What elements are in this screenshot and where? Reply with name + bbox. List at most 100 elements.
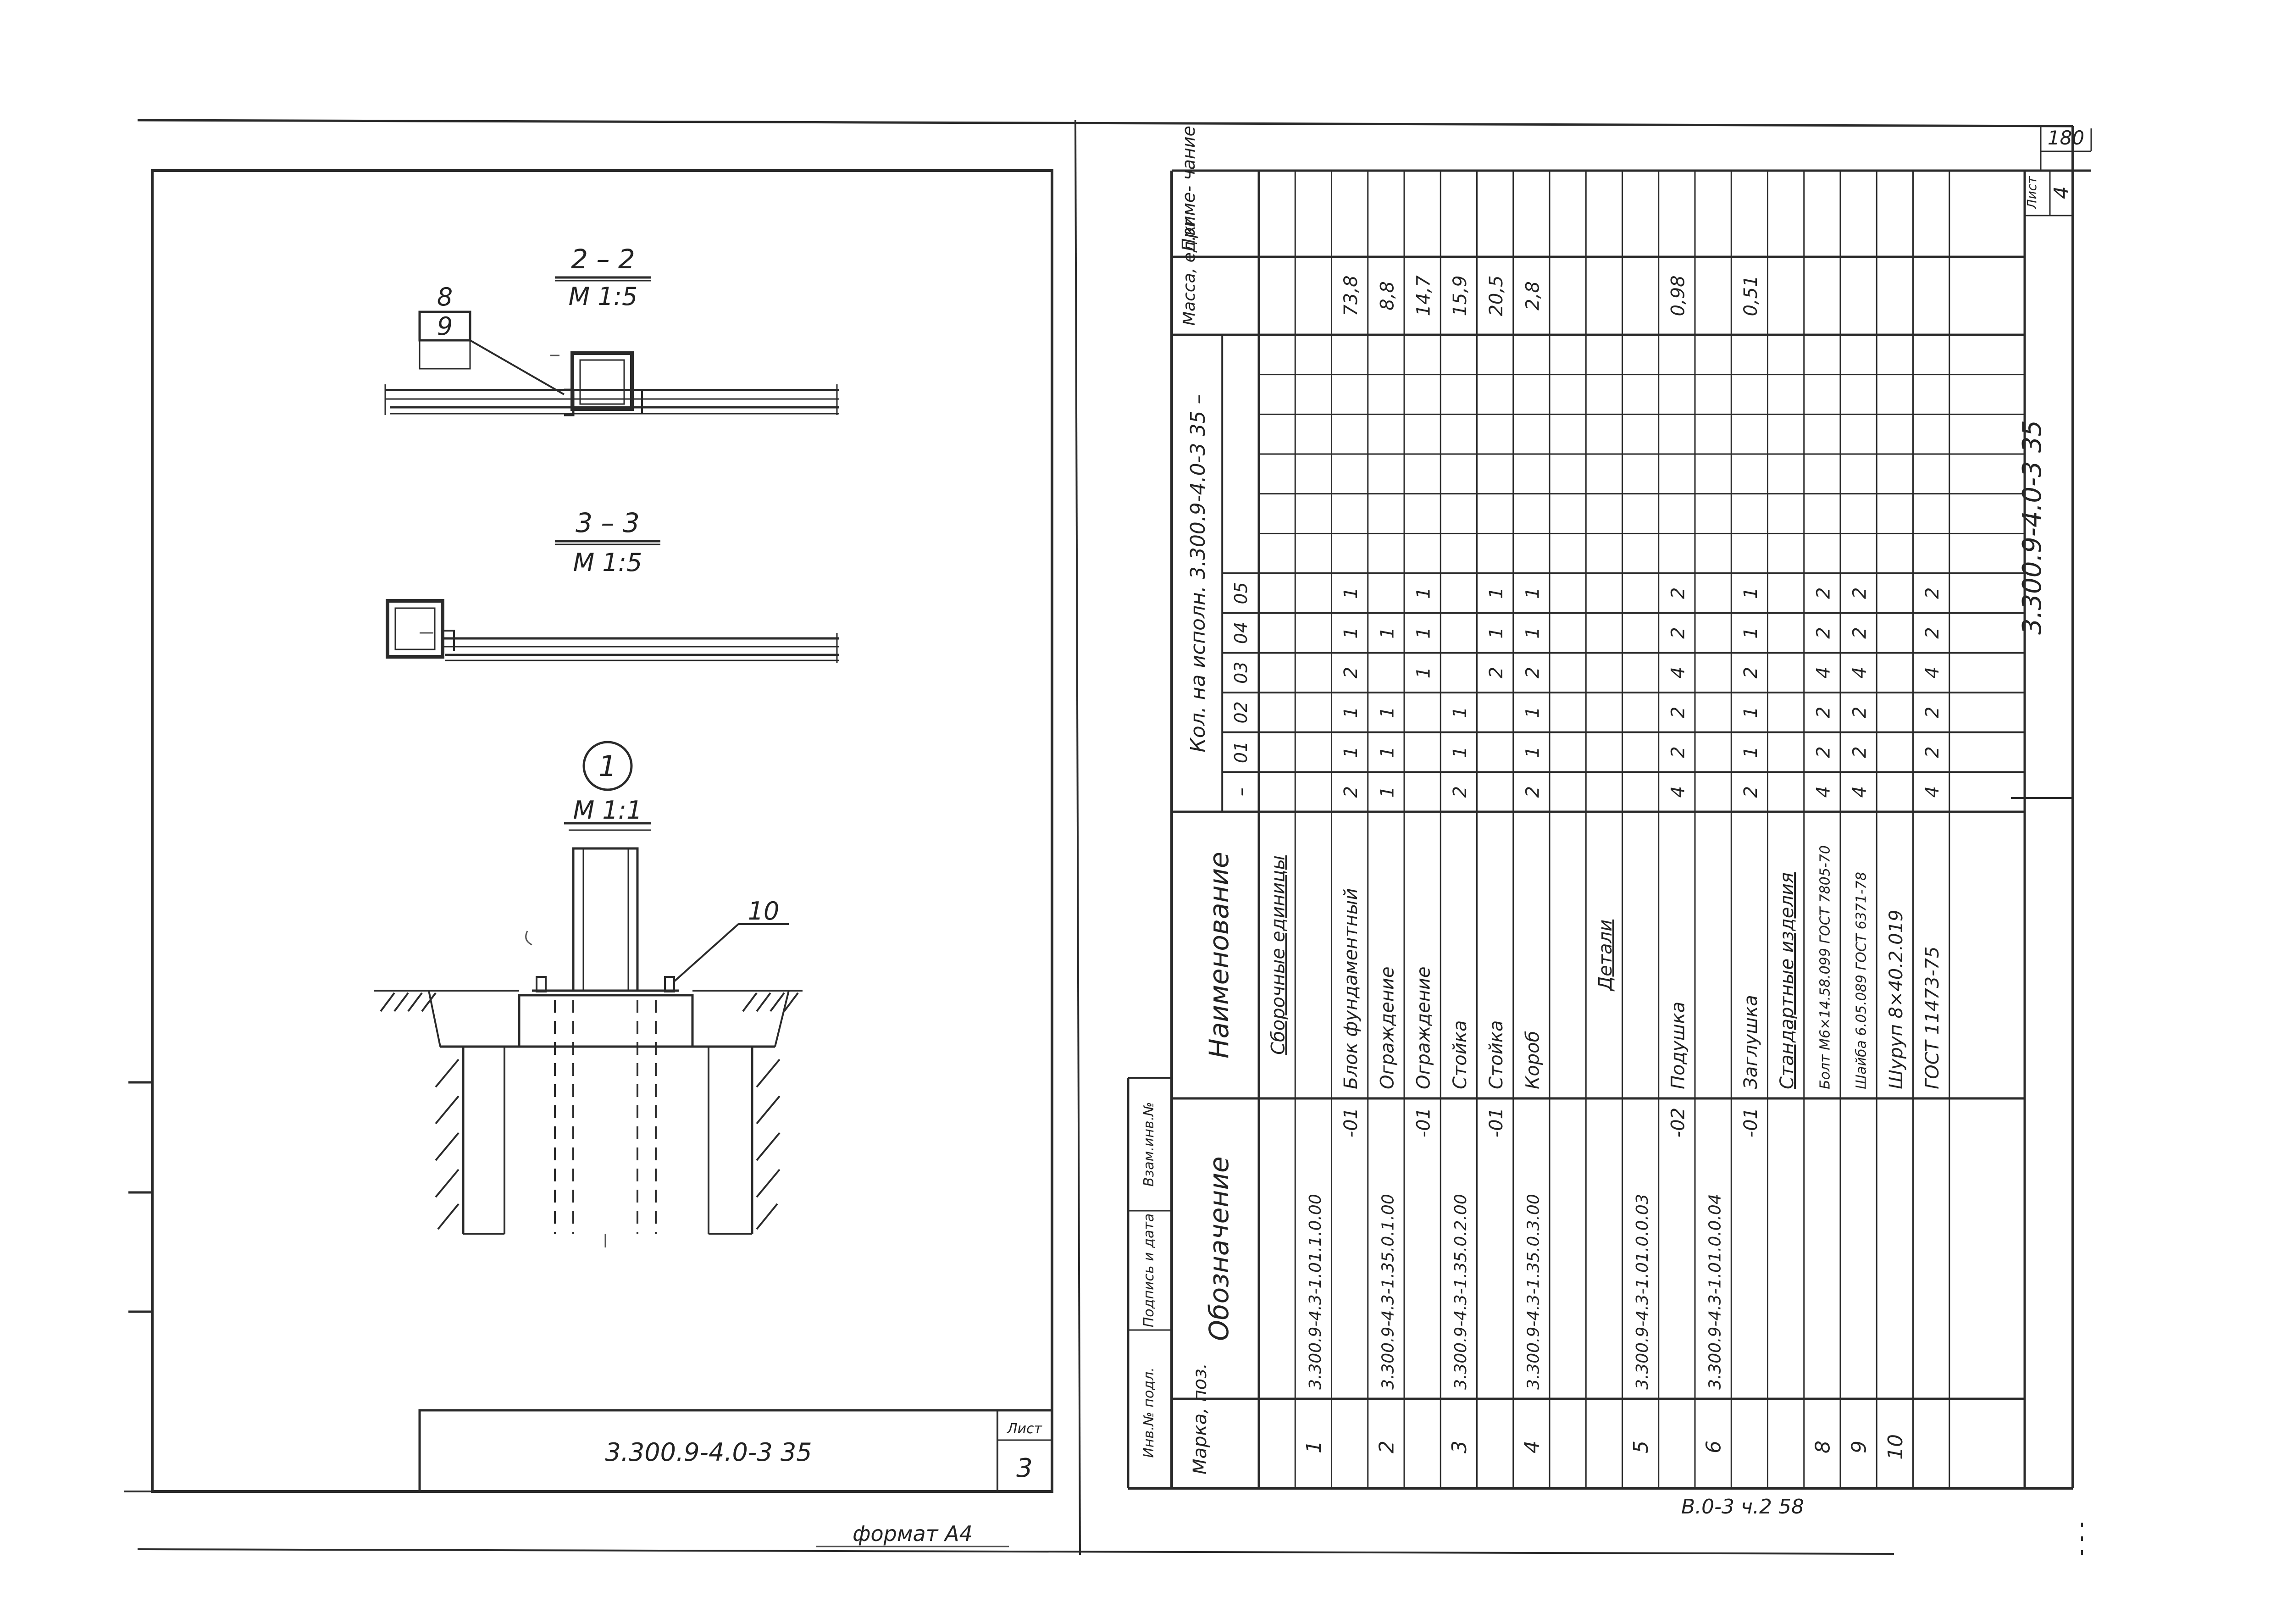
row-qty: 1 [1413, 667, 1434, 678]
row-qty: 1 [1486, 588, 1507, 599]
row-qty: 2 [1740, 667, 1761, 678]
exec-code-2: 02 [1231, 701, 1251, 723]
row-designation: 3.300.9-4.3-1.35.0.3.00 [1524, 1194, 1543, 1390]
header-mark: Марка, поз. [1190, 1363, 1211, 1474]
row-designation: -01 [1486, 1108, 1507, 1137]
row-qty: 4 [1922, 786, 1943, 798]
header-mass: Масса, ед.кг [1180, 216, 1199, 326]
row-qty: 4 [1813, 786, 1834, 798]
row-qty: 2 [1522, 667, 1543, 678]
row-qty: 2 [1450, 786, 1471, 798]
row-name: Болт М6×14.58.099 ГОСТ 7805-70 [1817, 845, 1833, 1089]
row-mass: 8,8 [1377, 281, 1398, 310]
row-qty: 1 [1522, 588, 1543, 599]
row-section-heading: Детали [1595, 920, 1616, 992]
row-name: Ограждение [1413, 967, 1434, 1089]
row-qty: 4 [1850, 667, 1871, 678]
row-mass: 73,8 [1340, 275, 1362, 316]
row-qty: 1 [1340, 588, 1362, 599]
row-qty: 4 [1813, 667, 1834, 678]
row-qty: 2 [1850, 707, 1871, 718]
row-qty: 4 [1667, 667, 1689, 678]
sheet-corner-number: 180 [2048, 127, 2084, 149]
row-designation: -01 [1740, 1108, 1761, 1137]
right-sheet-code: 3.300.9-4.0-3 35 [2017, 420, 2047, 635]
row-mass: 14,7 [1413, 275, 1434, 316]
row-qty: 2 [1850, 746, 1871, 758]
row-designation: -01 [1340, 1108, 1362, 1137]
row-qty: 1 [1740, 627, 1761, 638]
row-qty: 4 [1667, 786, 1689, 798]
row-qty: 1 [1340, 707, 1362, 718]
section-2-2-title: 2 – 2 [571, 244, 635, 275]
row-pos-6: 6 [1702, 1441, 1726, 1453]
row-designation: -01 [1413, 1108, 1434, 1137]
row-qty: 2 [1813, 707, 1834, 718]
row-pos-4: 4 [1520, 1441, 1544, 1453]
left-sheet-list-number: 3 [1016, 1453, 1033, 1483]
row-section-heading: Стандартные изделия [1777, 872, 1798, 1089]
center-fold-line [1074, 120, 1081, 1555]
row-pos-10: 10 [1884, 1434, 1907, 1460]
row-qty: 2 [1522, 786, 1543, 798]
row-designation: 3.300.9-4.3-1.01.0.0.04 [1706, 1194, 1725, 1390]
row-qty: 1 [1522, 707, 1543, 718]
row-qty: 1 [1377, 707, 1398, 718]
callout-8: 8 [437, 283, 453, 311]
row-qty: 1 [1740, 746, 1761, 758]
row-name: Шайба 6.05.089 ГОСТ 6371-78 [1854, 872, 1870, 1089]
row-designation: 3.300.9-4.3-1.01.0.0.03 [1633, 1194, 1652, 1390]
row-qty: 1 [1522, 627, 1543, 638]
row-pos-3: 3 [1448, 1441, 1471, 1453]
row-qty: 2 [1850, 588, 1871, 599]
row-qty: 2 [1813, 588, 1834, 599]
row-qty: 1 [1413, 627, 1434, 638]
row-qty: 1 [1377, 746, 1398, 758]
row-qty: 1 [1740, 588, 1761, 599]
row-qty: 2 [1922, 627, 1943, 638]
row-qty: 1 [1340, 627, 1362, 638]
header-qty-group: Кол. на исполн. 3.300.9-4.0-3 35 – [1186, 394, 1210, 753]
row-qty: 1 [1450, 707, 1471, 718]
callout-9: 9 [437, 312, 453, 341]
row-pos-9: 9 [1848, 1441, 1871, 1453]
row-name: Стойка [1486, 1020, 1507, 1089]
row-qty: 4 [1850, 786, 1871, 798]
section-2-2-scale: М 1:5 [569, 282, 638, 311]
row-qty: 1 [1377, 786, 1398, 798]
row-name: Шуруп 8×40.2.019 [1886, 910, 1907, 1089]
row-qty: 1 [1450, 746, 1471, 758]
row-designation: 3.300.9-4.3-1.35.0.2.00 [1451, 1194, 1470, 1390]
section-3-3-scale: М 1:5 [573, 548, 642, 577]
section-2-2-drawing [384, 276, 839, 416]
row-mass: 20,5 [1486, 275, 1507, 316]
header-designation: Обозначение [1203, 1156, 1235, 1341]
left-sheet-code: 3.300.9-4.0-3 35 [605, 1438, 812, 1467]
row-pos-8: 8 [1811, 1441, 1834, 1453]
exec-code-0: – [1231, 787, 1251, 796]
exec-code-5: 05 [1231, 582, 1251, 604]
row-qty: 1 [1486, 627, 1507, 638]
row-mass: 2,8 [1522, 281, 1543, 310]
left-sheet-list-label: Лист [1007, 1421, 1043, 1437]
exec-code-4: 04 [1231, 622, 1251, 644]
row-qty: 2 [1340, 667, 1362, 678]
row-section-heading: Сборочные единицы [1268, 855, 1289, 1055]
row-mass: 0,98 [1667, 275, 1689, 316]
row-qty: 2 [1667, 588, 1689, 599]
row-qty: 2 [1813, 627, 1834, 638]
row-name: ГОСТ 11473-75 [1922, 947, 1943, 1089]
row-name: Короб [1522, 1031, 1543, 1089]
exec-code-3: 03 [1231, 661, 1251, 683]
row-qty: 2 [1667, 627, 1689, 638]
format-label: формат А4 [853, 1521, 973, 1546]
row-qty: 2 [1922, 746, 1943, 758]
footer-code: В.0-3 ч.2 58 [1681, 1495, 1804, 1519]
row-qty: 1 [1413, 588, 1434, 599]
stamp-inv-podl: Инв.№ подл. [1141, 1367, 1157, 1458]
row-qty: 2 [1813, 746, 1834, 758]
row-name: Ограждение [1377, 967, 1398, 1089]
row-name: Заглушка [1740, 995, 1761, 1089]
